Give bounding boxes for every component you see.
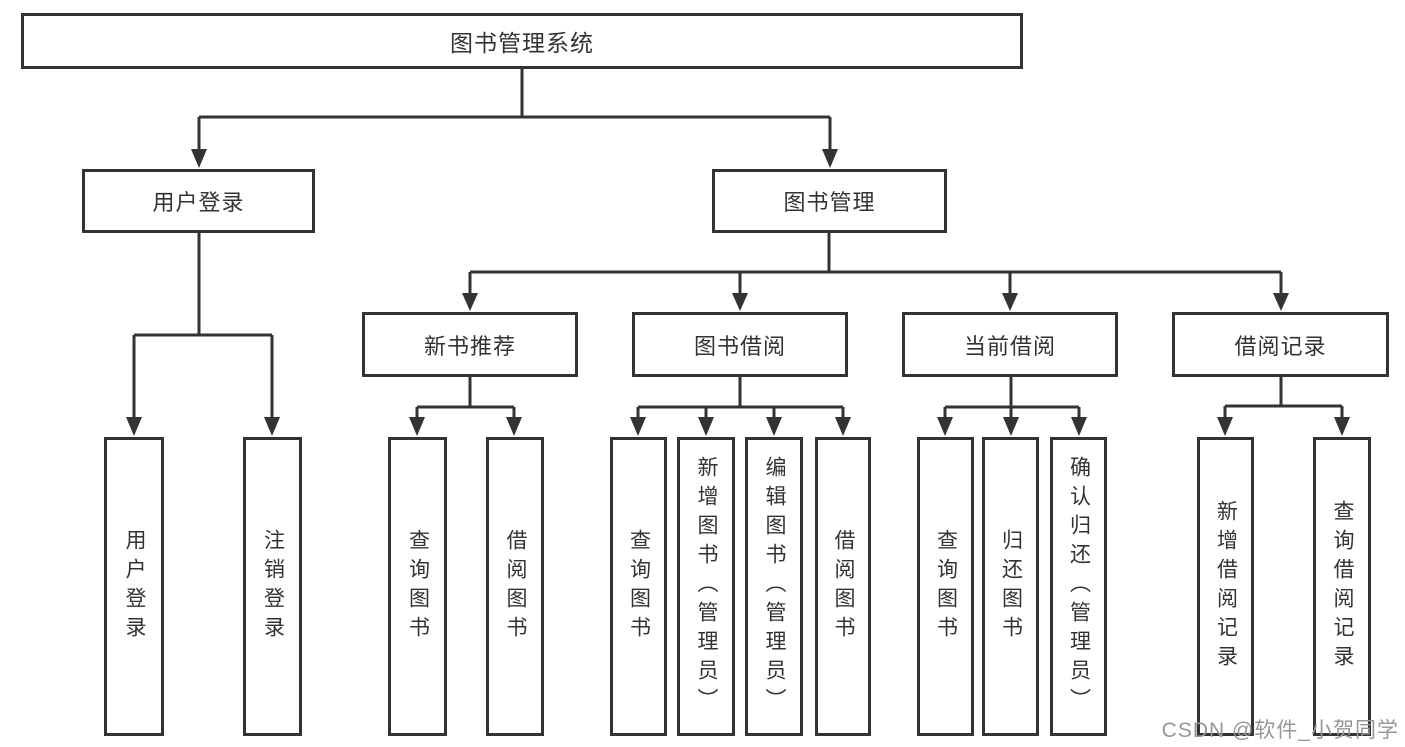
node-new-book-recommend-label: 新书推荐 (423, 333, 516, 359)
connector-borrow-records-branch (1217, 377, 1350, 436)
leaf-query-books-borrow: 查询图书 (610, 437, 667, 736)
connector-book-management-branch (462, 233, 1289, 311)
node-user-login-label: 用户登录 (152, 190, 245, 215)
leaf-borrow-books-recommend-label: 借阅图书 (504, 528, 527, 645)
connector-new-book-branch (409, 377, 522, 436)
node-borrow-records: 借阅记录 (1172, 312, 1389, 377)
node-root: 图书管理系统 (21, 13, 1023, 69)
node-borrow-records-label: 借阅记录 (1234, 333, 1327, 359)
connector-root-to-level2 (191, 69, 838, 168)
leaf-return-books: 归还图书 (982, 437, 1039, 736)
node-book-borrow: 图书借阅 (632, 312, 848, 377)
leaf-return-books-label: 归还图书 (999, 528, 1023, 645)
leaf-user-login: 用户登录 (104, 437, 164, 736)
node-book-management-label: 图书管理 (783, 190, 876, 215)
leaf-edit-books-admin-label: 编辑图书（管理员） (763, 456, 786, 717)
leaf-borrow-books: 借阅图书 (815, 437, 871, 736)
leaf-query-borrow-record-label: 查询借阅记录 (1331, 499, 1354, 674)
leaf-borrow-books-recommend: 借阅图书 (486, 437, 544, 736)
node-new-book-recommend: 新书推荐 (362, 312, 578, 377)
leaf-add-books-admin: 新增图书（管理员） (677, 437, 735, 736)
node-book-borrow-label: 图书借阅 (693, 333, 786, 359)
csdn-watermark: CSDN @软件_小贺同学 (1161, 719, 1399, 742)
node-current-borrow: 当前借阅 (902, 312, 1118, 377)
leaf-add-borrow-record-label: 新增借阅记录 (1214, 499, 1238, 674)
leaf-query-books-recommend: 查询图书 (388, 437, 447, 736)
node-root-label: 图书管理系统 (450, 30, 594, 56)
leaf-query-books-current: 查询图书 (917, 437, 974, 736)
node-user-login: 用户登录 (82, 169, 315, 233)
leaf-confirm-return-admin-label: 确认归还（管理员） (1067, 456, 1091, 717)
connector-book-borrow-branch (630, 377, 851, 436)
leaf-query-books-recommend-label: 查询图书 (406, 528, 430, 645)
leaf-user-login-label: 用户登录 (123, 528, 146, 645)
node-book-management: 图书管理 (712, 169, 947, 233)
leaf-add-borrow-record: 新增借阅记录 (1197, 437, 1254, 736)
leaf-logout-label: 注销登录 (261, 528, 285, 645)
connector-user-login-branch (126, 233, 280, 436)
leaf-confirm-return-admin: 确认归还（管理员） (1050, 437, 1107, 736)
leaf-query-borrow-record: 查询借阅记录 (1313, 437, 1371, 736)
node-current-borrow-label: 当前借阅 (963, 333, 1056, 359)
leaf-query-books-borrow-label: 查询图书 (627, 528, 651, 645)
leaf-add-books-admin-label: 新增图书（管理员） (695, 456, 718, 717)
leaf-borrow-books-label: 借阅图书 (832, 528, 855, 645)
leaf-edit-books-admin: 编辑图书（管理员） (745, 437, 803, 736)
connector-current-borrow-branch (937, 377, 1087, 436)
leaf-logout: 注销登录 (243, 437, 302, 736)
leaf-query-books-current-label: 查询图书 (934, 528, 958, 645)
